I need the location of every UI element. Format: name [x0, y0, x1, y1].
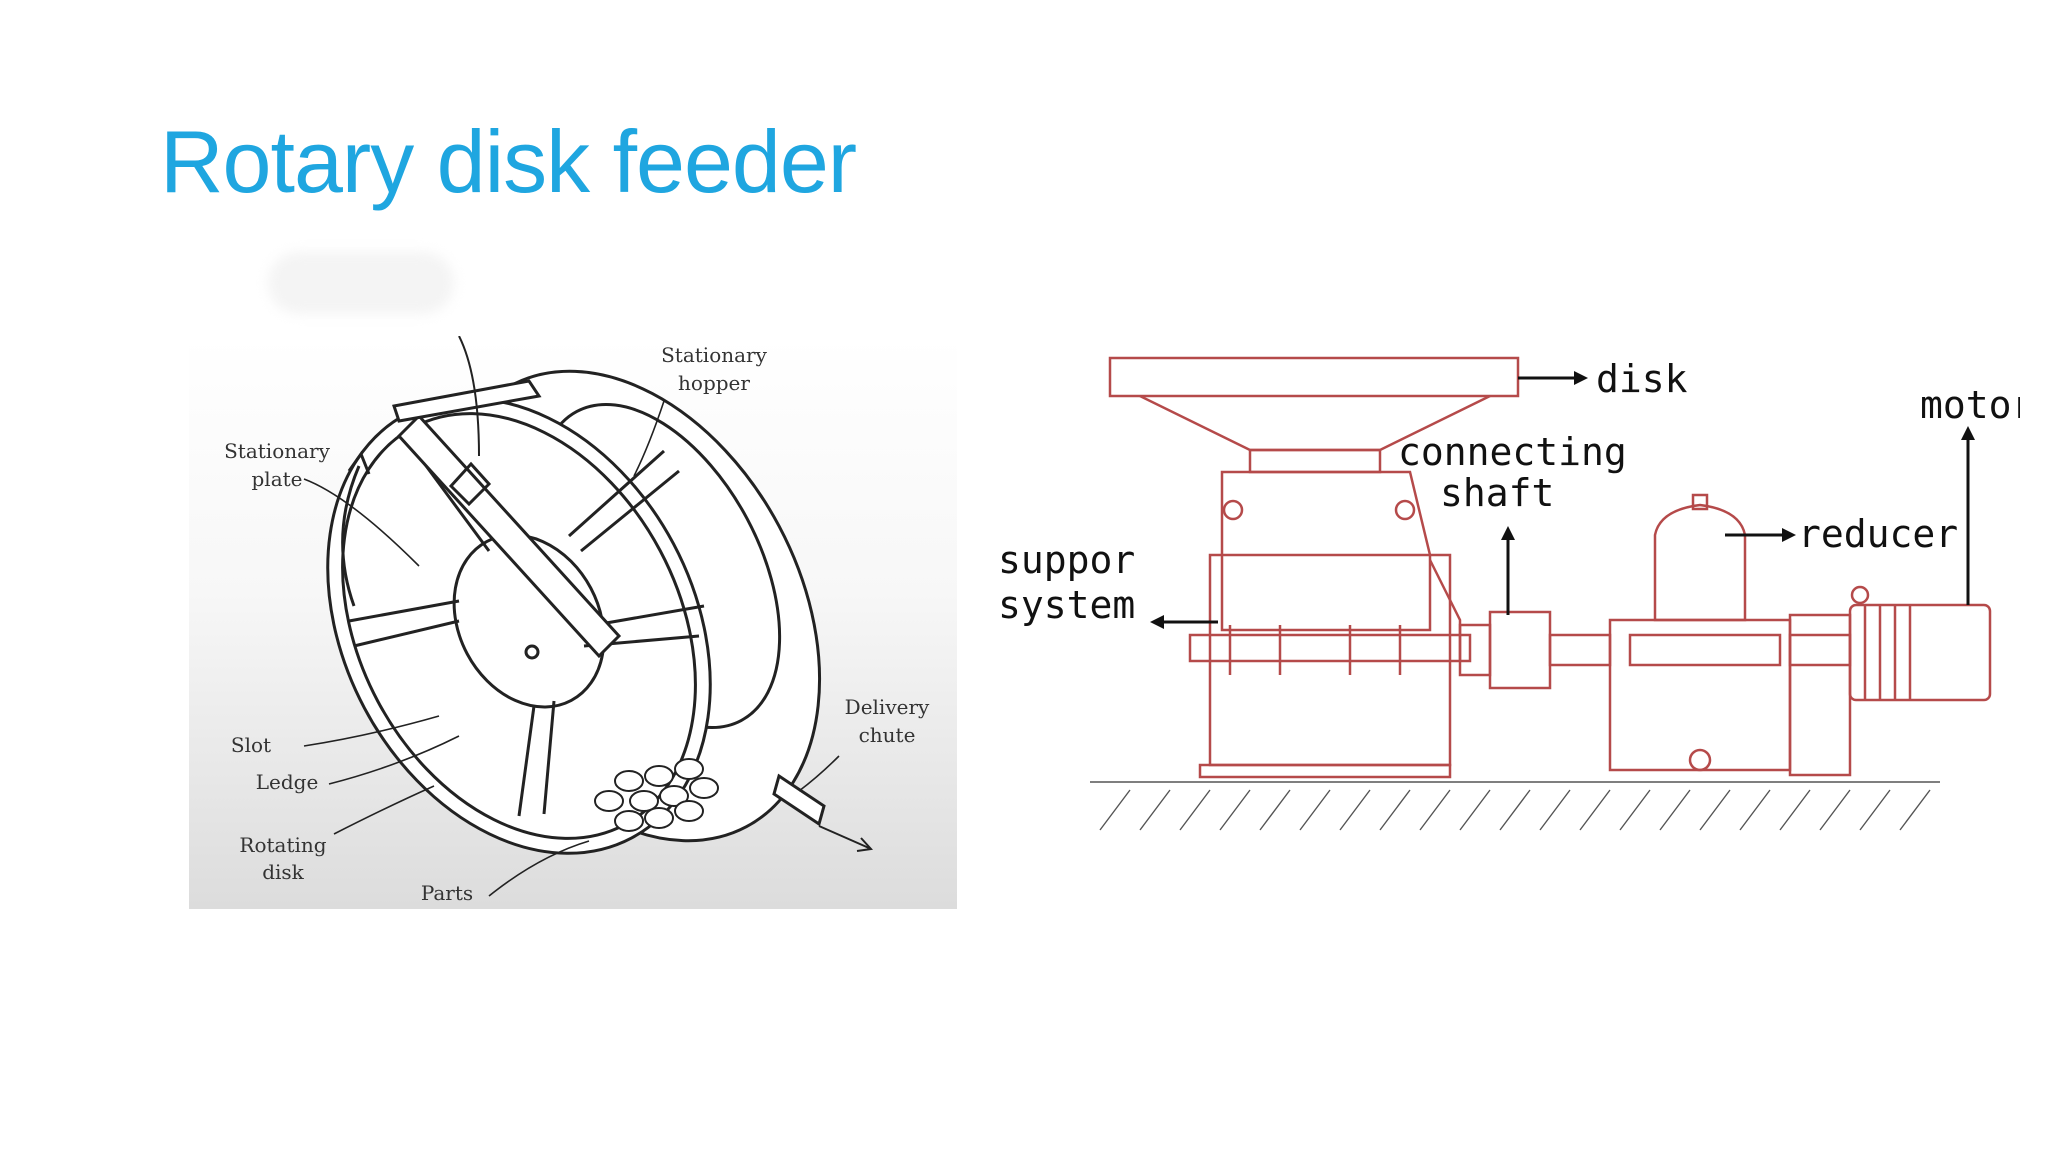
rotation-arrow [341, 465, 361, 607]
ledge-spoke [517, 705, 536, 817]
motor-mount [1788, 613, 1852, 777]
disk-leader [333, 785, 435, 835]
hopper-leader [633, 400, 665, 477]
part [659, 785, 689, 807]
label-motor: motor [1920, 383, 2020, 427]
stationary-plate-shape [396, 413, 622, 659]
label-support-2: system [998, 583, 1135, 627]
main-shaft [1188, 633, 1472, 663]
reducer-cap [1691, 493, 1709, 511]
reducer-foot-bolt [1688, 748, 1712, 772]
chute-leader [798, 755, 840, 792]
disk-plate [1108, 356, 1520, 398]
exit-arrow [818, 825, 870, 849]
plate-leader [303, 478, 420, 567]
ground-hatching [1090, 781, 1940, 831]
connecting-rod [1548, 633, 1612, 667]
top-leader-line [458, 336, 480, 457]
rotary-disk-feeder-illustration: Stationary hopper Stationary plate Slot … [189, 336, 957, 909]
label-rotating-disk-1: Rotating [239, 833, 326, 857]
part [674, 758, 704, 780]
exit-arrowhead [856, 837, 874, 852]
label-reducer: reducer [1798, 512, 1958, 556]
label-rotating-disk-2: disk [262, 860, 304, 884]
motor-eye [1850, 585, 1870, 605]
blurred-patch [268, 252, 454, 314]
part [689, 777, 719, 799]
reducer-body [1608, 618, 1792, 772]
housing-brace [1428, 559, 1462, 660]
part [614, 810, 644, 832]
part [629, 790, 659, 812]
label-delivery-chute-2: chute [859, 723, 916, 747]
shaft-bearings [1228, 625, 1402, 675]
ledge-spoke [567, 449, 666, 538]
label-support-1: suppor [998, 538, 1135, 582]
label-delivery-chute-1: Delivery [845, 695, 930, 719]
part [644, 765, 674, 787]
connecting-arrowhead [1501, 526, 1515, 540]
reducer-arrowhead [1782, 528, 1796, 542]
label-connecting-1: connecting [1398, 430, 1627, 474]
part [674, 800, 704, 822]
feeder-assembly-drawing: disk motor connecting shaft reducer supp… [998, 356, 2020, 831]
lifting-eye [1222, 499, 1244, 521]
label-parts: Parts [421, 881, 473, 905]
label-stationary-plate-1: Stationary [224, 439, 331, 463]
lifting-eye [1394, 499, 1416, 521]
ledge-leader [328, 735, 460, 785]
disk-arrowhead [1574, 371, 1588, 385]
label-stationary-hopper-2: hopper [678, 371, 750, 395]
label-disk: disk [1596, 357, 1688, 401]
motor-coupling [1788, 633, 1852, 667]
label-connecting-2: shaft [1440, 471, 1554, 515]
reducer-shaft [1628, 633, 1782, 667]
housing-base [1198, 763, 1452, 779]
slide-title: Rotary disk feeder [160, 112, 857, 211]
motor-body [1848, 603, 1992, 702]
hub-bolt [524, 644, 540, 660]
ledge-spoke [348, 599, 460, 623]
rotation-arrowhead [347, 450, 371, 475]
support-arrowhead [1150, 615, 1164, 629]
label-stationary-hopper-1: Stationary [661, 343, 768, 367]
motor-arrowhead [1961, 426, 1975, 440]
coupling-left [1458, 623, 1492, 677]
slot-leader [303, 715, 440, 747]
slot-mark [448, 461, 492, 507]
delivery-chute [772, 773, 826, 827]
part [644, 807, 674, 829]
gear-housing-upper [1220, 470, 1432, 632]
ledge-spoke [353, 619, 460, 648]
parts-cluster [594, 758, 719, 832]
connecting-coupling [1488, 610, 1552, 690]
label-ledge: Ledge [256, 770, 319, 794]
ledge-spoke [580, 469, 680, 553]
part [614, 770, 644, 792]
ledge-spoke [542, 700, 556, 815]
label-slot: Slot [231, 733, 271, 757]
reducer-top [1653, 503, 1747, 622]
disk-neck [1248, 448, 1382, 474]
label-stationary-plate-2: plate [252, 467, 303, 491]
motor-fins [1863, 605, 1912, 700]
parts-leader [488, 840, 590, 897]
part [594, 790, 624, 812]
hopper-top-cap [392, 379, 542, 423]
